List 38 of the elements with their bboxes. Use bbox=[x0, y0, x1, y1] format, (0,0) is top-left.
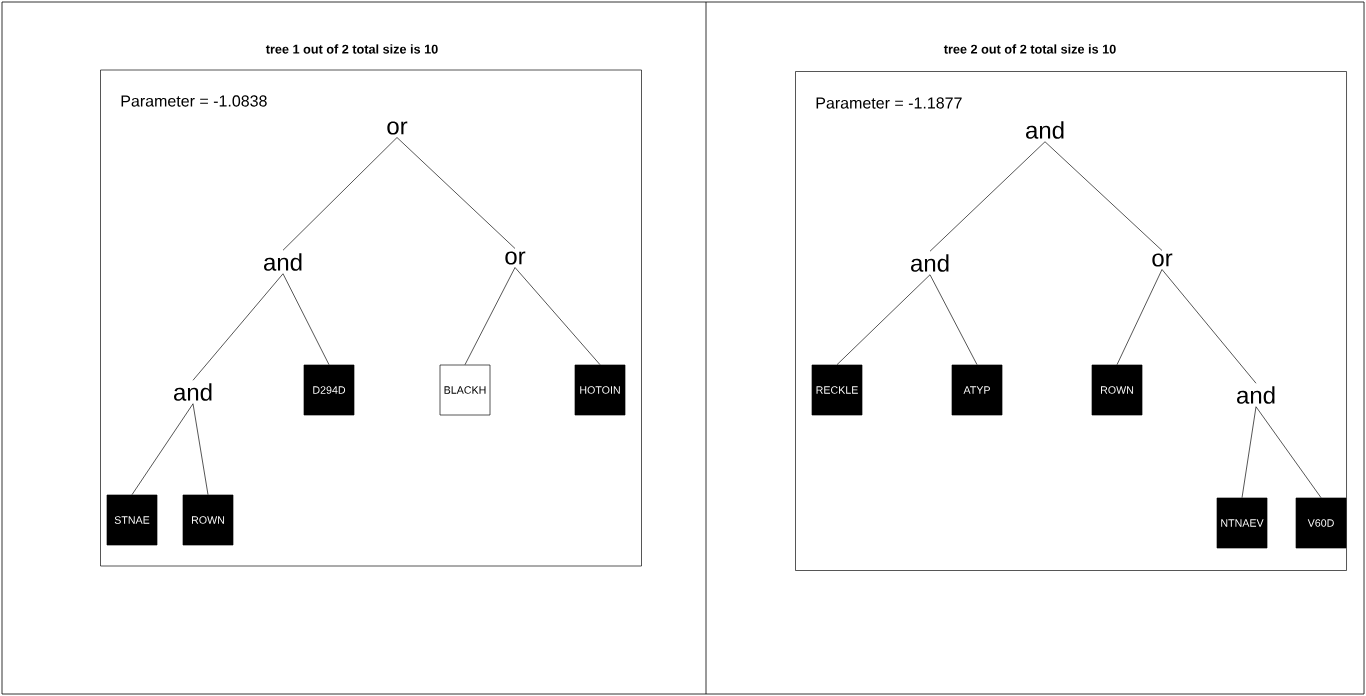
parameter-label: Parameter = -1.1877 bbox=[816, 97, 962, 109]
tree-branch bbox=[192, 403, 209, 495]
tree-branch bbox=[192, 273, 284, 381]
leaf-box: ATYP bbox=[951, 364, 1003, 416]
operator-label: or bbox=[1152, 253, 1173, 267]
tree-branch bbox=[396, 137, 516, 249]
leaf-box: ROWN bbox=[182, 494, 234, 546]
operator-label: or bbox=[505, 251, 526, 265]
operator-label: and bbox=[1237, 386, 1275, 404]
leaf-box: ROWN bbox=[1091, 364, 1143, 416]
tree-branch bbox=[282, 137, 398, 251]
tree-branch bbox=[1255, 406, 1322, 498]
leaf-box: D294D bbox=[303, 364, 355, 416]
operator-label: or bbox=[387, 121, 408, 135]
leaf-box: HOTOIN bbox=[574, 364, 626, 416]
tree-branch bbox=[836, 274, 931, 365]
tree-branch bbox=[1116, 269, 1163, 365]
operator-label: and bbox=[911, 254, 949, 272]
operator-label: and bbox=[1026, 121, 1064, 139]
plot-title: tree 1 out of 2 total size is 10 bbox=[265, 44, 438, 54]
leaf-box: V60D bbox=[1295, 497, 1347, 549]
tree-branch bbox=[282, 273, 330, 365]
leaf-box: BLACKH bbox=[439, 364, 491, 416]
tree-branch bbox=[464, 267, 516, 365]
tree-branch bbox=[1241, 406, 1257, 498]
tree-branch bbox=[514, 267, 601, 365]
leaf-box: NTNAEV bbox=[1216, 497, 1268, 549]
tree-branch bbox=[929, 274, 978, 365]
parameter-label: Parameter = -1.0838 bbox=[121, 95, 267, 107]
tree-branch bbox=[929, 141, 1046, 252]
leaf-box: RECKLE bbox=[811, 364, 863, 416]
plot-title: tree 2 out of 2 total size is 10 bbox=[943, 44, 1116, 54]
tree-branch bbox=[1161, 269, 1257, 384]
tree-branch bbox=[131, 403, 194, 495]
operator-label: and bbox=[174, 383, 212, 401]
leaf-box: STNAE bbox=[106, 494, 158, 546]
tree-branch bbox=[1044, 141, 1163, 251]
operator-label: and bbox=[264, 253, 302, 271]
